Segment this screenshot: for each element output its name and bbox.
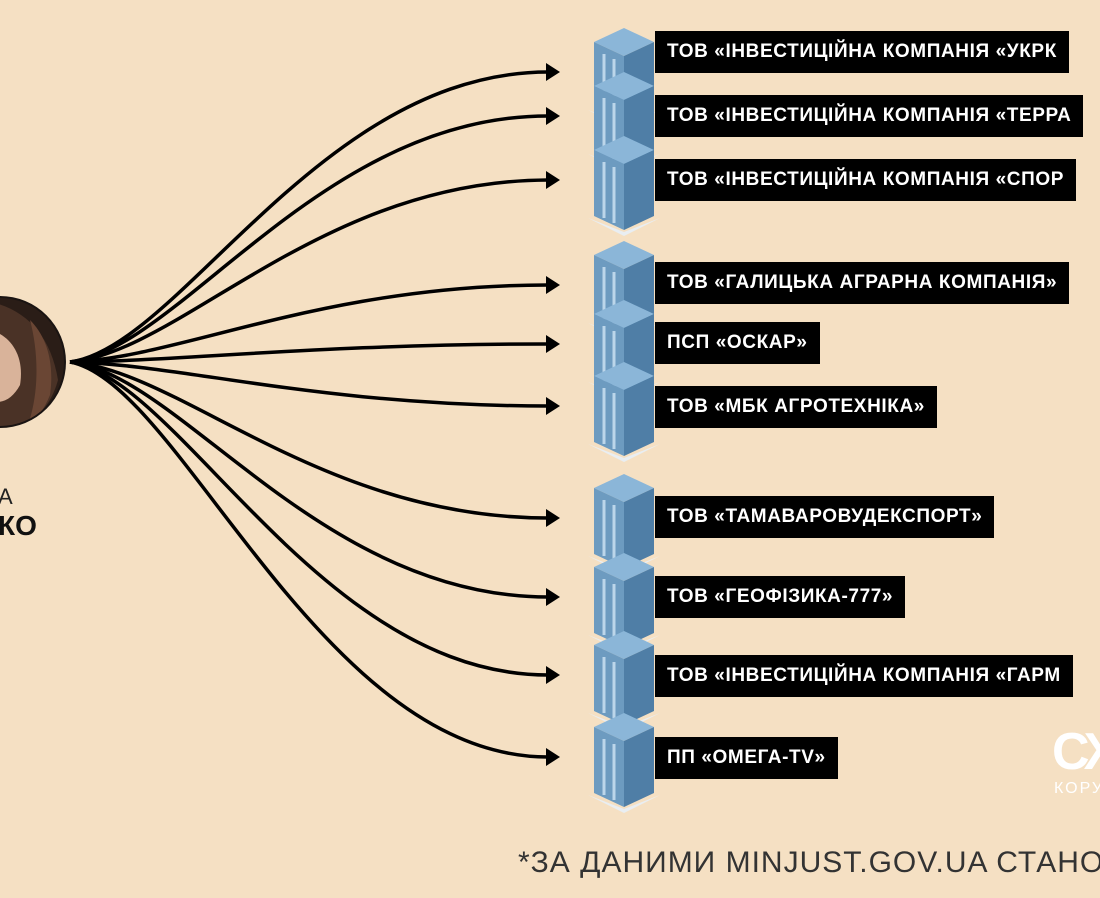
logo-subtitle: КОРУ: [1054, 780, 1100, 797]
company-label: ТОВ «ТАМАВАРОВУДЕКСПОРТ»: [655, 496, 995, 538]
arrow-icon: [546, 63, 560, 81]
arrow-icon: [546, 666, 560, 684]
logo: СХ КОРУ: [1052, 722, 1100, 812]
company-label: ТОВ «ІНВЕСТИЦІЙНА КОМПАНІЯ «СПОР: [655, 159, 1077, 201]
link-line: [69, 178, 549, 364]
person-surname: КО: [0, 510, 37, 541]
arrow-icon: [546, 335, 560, 353]
link-line: [69, 283, 549, 364]
building-icon: [588, 553, 660, 653]
person-photo: [0, 296, 66, 428]
link-line: [69, 114, 549, 364]
company-label: ТОВ «ІНВЕСТИЦІЙНА КОМПАНІЯ «УКРК: [655, 31, 1069, 73]
arrow-icon: [546, 509, 560, 527]
link-line: [69, 360, 549, 759]
link-line: [69, 342, 549, 364]
link-line: [69, 70, 549, 364]
logo-mark: СХ: [1052, 723, 1100, 781]
building-icon: [588, 474, 660, 574]
arrow-icon: [546, 171, 560, 189]
source-footnote: *ЗА ДАНИМИ MINJUST.GOV.UA СТАНОМ: [518, 846, 1100, 879]
company-label: ТОВ «МБК АГРОТЕХНІКА»: [655, 386, 937, 428]
company-label: ПП «ОМЕГА-TV»: [655, 737, 838, 779]
arrow-icon: [546, 748, 560, 766]
company-label: ТОВ «ІНВЕСТИЦІЙНА КОМПАНІЯ «ГАРМ: [655, 655, 1073, 697]
link-line: [69, 360, 549, 677]
link-line: [69, 360, 549, 408]
arrow-icon: [546, 588, 560, 606]
building-icon: [588, 713, 660, 813]
arrow-icon: [546, 397, 560, 415]
building-icon: [588, 136, 660, 236]
company-label: ТОВ «ГЕОФІЗИКА-777»: [655, 576, 906, 618]
arrow-icon: [546, 276, 560, 294]
company-label: ПСП «ОСКАР»: [655, 322, 820, 364]
building-icon: [588, 362, 660, 462]
link-line: [69, 360, 549, 520]
company-label: ТОВ «ІНВЕСТИЦІЙНА КОМПАНІЯ «ТЕРРА: [655, 95, 1084, 137]
arrow-icon: [546, 107, 560, 125]
company-label: ТОВ «ГАЛИЦЬКА АГРАРНА КОМПАНІЯ»: [655, 262, 1070, 304]
person-name: А: [0, 484, 14, 509]
link-line: [69, 360, 549, 599]
